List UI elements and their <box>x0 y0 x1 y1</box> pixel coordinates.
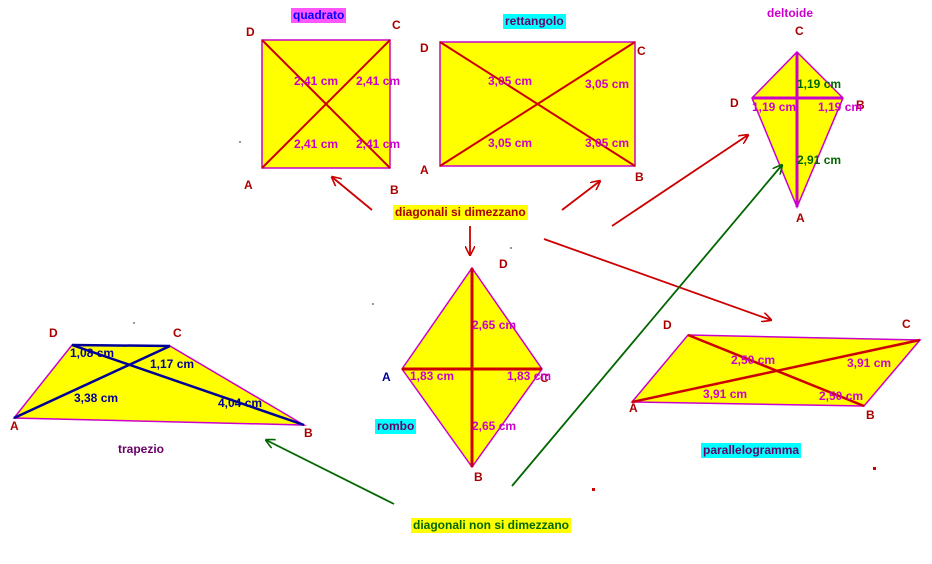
parallelogram-segment-label: 2,50 cm <box>819 389 864 403</box>
caption-not-bisect: diagonali non si dimezzano <box>411 518 572 533</box>
trapezoid-vertex-a: A <box>10 419 19 433</box>
parallelogram-title: parallelogramma <box>701 443 802 458</box>
square-vertex-c: C <box>392 18 401 32</box>
rhombus-vertex-a: A <box>382 370 391 384</box>
trapezoid-vertex-b: B <box>304 426 313 440</box>
square-figure <box>261 39 391 169</box>
rectangle-title: rettangolo <box>503 14 566 29</box>
trapezoid-segment-label: 1,08 cm <box>70 346 115 360</box>
arrow-to-square <box>332 177 373 211</box>
kite-vertex-c: C <box>795 24 804 38</box>
rhombus-title: rombo <box>375 419 417 434</box>
trapezoid-vertex-d: D <box>49 326 58 340</box>
rectangle-vertex-a: A <box>420 163 429 177</box>
stray-dot <box>372 303 374 305</box>
square-segment-label: 2,41 cm <box>356 74 401 88</box>
square-title: quadrato <box>291 8 347 23</box>
rectangle-segment-label: 3,05 cm <box>585 136 630 150</box>
arrow-to-parallelogram <box>543 238 771 320</box>
stray-dot <box>133 322 135 324</box>
trapezoid-title: trapezio <box>118 442 165 456</box>
rectangle-segment-label: 3,05 cm <box>488 136 533 150</box>
parallelogram-vertex-a: A <box>629 401 638 415</box>
parallelogram-vertex-b: B <box>866 408 875 422</box>
trapezoid-segment-label: 1,17 cm <box>150 357 195 371</box>
rectangle-diagonal-bd <box>439 41 636 167</box>
kite-segment-label: 2,91 cm <box>797 153 842 167</box>
arrow-to-kite-green <box>511 165 782 487</box>
square-vertex-b: B <box>390 183 399 197</box>
rectangle-vertex-c: C <box>637 44 646 58</box>
trapezoid-diagonal-bd <box>71 343 305 427</box>
trapezoid-segment-label: 3,38 cm <box>74 391 119 405</box>
kite-segment-label: 1,19 cm <box>818 100 863 114</box>
rhombus-vertex-c: C <box>540 371 549 385</box>
stray-dot <box>239 141 241 143</box>
square-diagonal-bd <box>261 39 391 169</box>
stray-dot <box>873 467 876 470</box>
arrow-to-trapezoid <box>266 440 395 505</box>
parallelogram-segment-label: 2,50 cm <box>731 353 776 367</box>
rhombus-segment-label: 2,65 cm <box>472 318 517 332</box>
kite-vertex-a: A <box>796 211 805 225</box>
rectangle-vertex-d: D <box>420 41 429 55</box>
parallelogram-vertex-d: D <box>663 318 672 332</box>
kite-vertex-d: D <box>730 96 739 110</box>
trapezoid-diagonal-ac <box>13 344 171 420</box>
rectangle-segment-label: 3,05 cm <box>585 77 630 91</box>
kite-figure <box>751 50 844 209</box>
rhombus-vertex-d: D <box>499 257 508 271</box>
rhombus-vertex-b: B <box>474 470 483 484</box>
kite-segment-label: 1,19 cm <box>752 100 797 114</box>
rectangle-segment-label: 3,05 cm <box>488 74 533 88</box>
square-segment-label: 2,41 cm <box>294 74 339 88</box>
square-vertex-d: D <box>246 25 255 39</box>
trapezoid-vertex-c: C <box>173 326 182 340</box>
square-segment-label: 2,41 cm <box>294 137 339 151</box>
square-segment-label: 2,41 cm <box>356 137 401 151</box>
kite-title: deltoide <box>767 6 814 20</box>
parallelogram-segment-label: 3,91 cm <box>847 356 892 370</box>
parallelogram-diagonal-bd <box>687 333 865 408</box>
kite-segment-label: 1,19 cm <box>797 77 842 91</box>
rectangle-figure <box>439 41 636 167</box>
stray-dot <box>510 247 512 249</box>
trapezoid-figure <box>12 343 307 427</box>
rhombus-segment-label: 1,83 cm <box>507 369 552 383</box>
parallelogram-segment-label: 3,91 cm <box>703 387 748 401</box>
parallelogram-vertex-c: C <box>902 317 911 331</box>
arrow-to-rectangle <box>561 181 600 211</box>
rhombus-segment-label: 1,83 cm <box>410 369 455 383</box>
caption-bisect: diagonali si dimezzano <box>393 205 528 220</box>
kite-vertex-b: B <box>856 98 865 112</box>
stray-dot <box>592 488 595 491</box>
trapezoid-top-base <box>71 343 171 348</box>
trapezoid-segment-label: 4,04 cm <box>218 396 263 410</box>
parallelogram-figure <box>630 333 922 408</box>
square-vertex-a: A <box>244 178 253 192</box>
rectangle-vertex-b: B <box>635 170 644 184</box>
arrow-to-kite <box>611 135 748 227</box>
rhombus-segment-label: 2,65 cm <box>472 419 517 433</box>
rhombus-figure <box>401 266 543 469</box>
